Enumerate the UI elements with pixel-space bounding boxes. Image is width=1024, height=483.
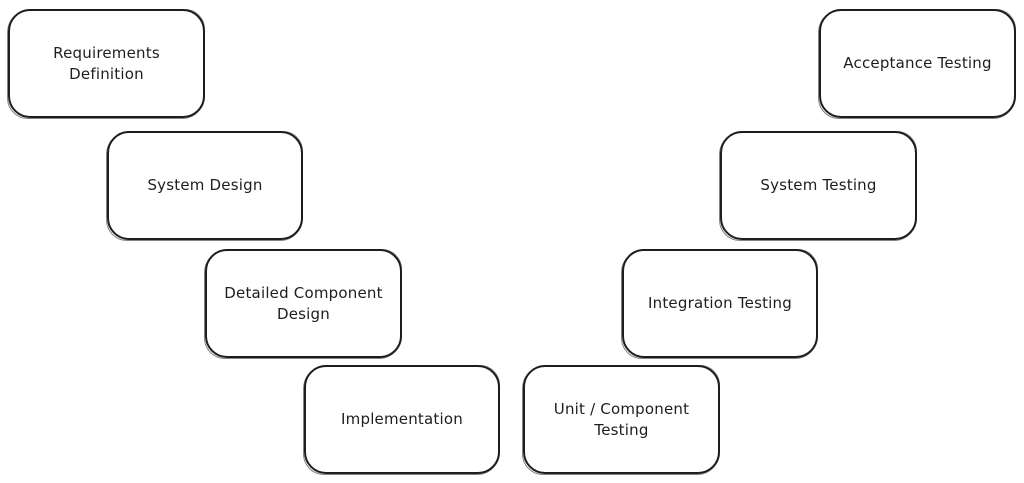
system-design-box[interactable]: System Design — [106, 131, 303, 241]
system-design-label: System Design — [147, 176, 263, 194]
requirements-definition-box[interactable]: Requirements Definition — [7, 9, 205, 119]
detailed-component-design-label: Detailed Component Design — [224, 283, 383, 323]
implementation-label: Implementation — [341, 410, 463, 428]
requirements-definition-label: Requirements Definition — [53, 43, 160, 83]
acceptance-testing-box[interactable]: Acceptance Testing — [818, 9, 1016, 119]
unit-component-testing-box[interactable]: Unit / Component Testing — [522, 365, 720, 475]
system-testing-box[interactable]: System Testing — [719, 131, 917, 241]
detailed-component-design-box[interactable]: Detailed Component Design — [204, 249, 402, 359]
system-testing-label: System Testing — [760, 176, 877, 194]
implementation-box[interactable]: Implementation — [303, 365, 500, 475]
acceptance-testing-label: Acceptance Testing — [843, 54, 992, 72]
integration-testing-box[interactable]: Integration Testing — [621, 249, 818, 359]
unit-component-testing-label: Unit / Component Testing — [553, 399, 690, 439]
integration-testing-label: Integration Testing — [648, 294, 792, 312]
